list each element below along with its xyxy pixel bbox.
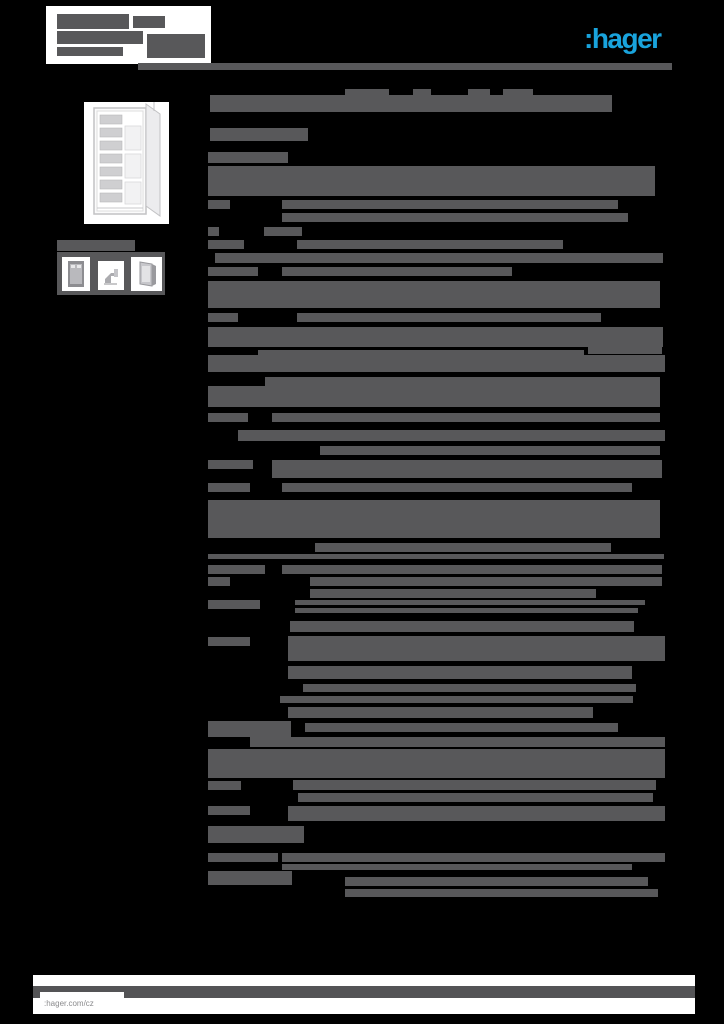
- redacted-text-line: [208, 227, 219, 236]
- redacted-text-line: [57, 14, 129, 29]
- redacted-text-line: [272, 460, 662, 478]
- redacted-text-line: [210, 95, 612, 112]
- redacted-text-line: [288, 707, 593, 718]
- redacted-text-line: [282, 483, 632, 492]
- redacted-text-line: [345, 89, 389, 96]
- redacted-text-line: [265, 377, 660, 386]
- redacted-text-line: [303, 684, 636, 692]
- hager-logo: :hager: [584, 23, 662, 54]
- redacted-text-line: [208, 200, 230, 209]
- redacted-text-line: [282, 213, 628, 222]
- redacted-text-line: [297, 240, 563, 249]
- redacted-text-line: [310, 577, 662, 586]
- redacted-text-line: [210, 128, 308, 141]
- footer-url-tab[interactable]: :hager.com/cz: [40, 992, 124, 1014]
- redacted-text-line: [208, 267, 258, 276]
- mounting-sketch-icon: [104, 268, 118, 285]
- header-divider-rule: [138, 63, 672, 70]
- redacted-text-line: [250, 737, 665, 747]
- redacted-text-line: [315, 543, 611, 552]
- redacted-text-line: [208, 166, 655, 196]
- redacted-text-line: [282, 267, 512, 276]
- redacted-text-line: [208, 871, 292, 885]
- redacted-text-line: [57, 240, 135, 251]
- redacted-text-line: [208, 386, 660, 407]
- redacted-text-line: [298, 793, 653, 802]
- redacted-text-line: [208, 637, 250, 646]
- redacted-text-line: [293, 780, 656, 790]
- redacted-text-line: [345, 889, 658, 897]
- redacted-text-line: [282, 565, 662, 574]
- redacted-text-line: [208, 600, 260, 609]
- redacted-text-line: [258, 350, 584, 359]
- redacted-text-line: [57, 47, 123, 56]
- redacted-text-line: [295, 600, 645, 605]
- redacted-text-line: [290, 621, 634, 632]
- redacted-text-line: [208, 826, 304, 843]
- hager-logo-text: :hager: [584, 23, 662, 54]
- redacted-text-line: [208, 806, 250, 815]
- redacted-text-line: [208, 577, 230, 586]
- redacted-text-line: [215, 253, 663, 263]
- redacted-text-line: [345, 877, 648, 886]
- redacted-text-line: [282, 200, 618, 209]
- redacted-text-line: [297, 313, 601, 322]
- redacted-text-line: [147, 34, 205, 58]
- redacted-text-line: [208, 240, 244, 249]
- redacted-text-line: [208, 483, 250, 492]
- cabinet-perspective-icon: [139, 261, 156, 287]
- redacted-text-line: [264, 227, 302, 236]
- redacted-text-line: [238, 430, 665, 441]
- redacted-text-line: [413, 89, 431, 96]
- redacted-text-line: [208, 281, 660, 308]
- redacted-text-line: [503, 89, 533, 96]
- redacted-text-line: [288, 806, 665, 821]
- redacted-text-line: [208, 413, 248, 422]
- redacted-text-line: [295, 608, 638, 613]
- redacted-text-line: [208, 721, 291, 737]
- redacted-text-line: [208, 554, 664, 559]
- redacted-text-line: [468, 89, 490, 96]
- redacted-text-line: [208, 313, 238, 322]
- redacted-text-line: [133, 16, 165, 28]
- redacted-text-line: [208, 460, 253, 469]
- redacted-text-line: [208, 337, 254, 346]
- redacted-text-line: [282, 853, 665, 862]
- thumbnail-front-view[interactable]: [62, 257, 90, 291]
- redacted-text-line: [208, 781, 241, 790]
- redacted-text-line: [208, 327, 663, 347]
- redacted-text-line: [57, 31, 143, 44]
- redacted-text-line: [288, 666, 632, 679]
- redacted-text-line: [310, 589, 596, 598]
- footer-url-text[interactable]: :hager.com/cz: [44, 998, 94, 1008]
- product-image-cabinet-icon: [93, 102, 161, 217]
- footer-bar: [33, 986, 695, 998]
- redacted-text-line: [208, 500, 660, 538]
- redacted-text-line: [272, 413, 660, 422]
- redacted-text-line: [588, 344, 662, 354]
- redacted-text-line: [208, 853, 278, 862]
- redacted-text-line: [208, 565, 265, 574]
- redacted-text-line: [288, 636, 665, 661]
- redacted-text-line: [305, 723, 618, 732]
- thumbnail-dimension-drawing[interactable]: [98, 261, 124, 290]
- product-image-box: [84, 102, 169, 224]
- redacted-text-line: [320, 446, 660, 455]
- redacted-text-line: [282, 864, 632, 870]
- redacted-text-line: [280, 696, 633, 703]
- redacted-text-line: [208, 355, 665, 372]
- thumbnail-perspective-view[interactable]: [131, 257, 162, 291]
- cabinet-front-icon: [68, 261, 84, 287]
- redacted-text-line: [208, 152, 288, 163]
- redacted-text-line: [208, 749, 665, 778]
